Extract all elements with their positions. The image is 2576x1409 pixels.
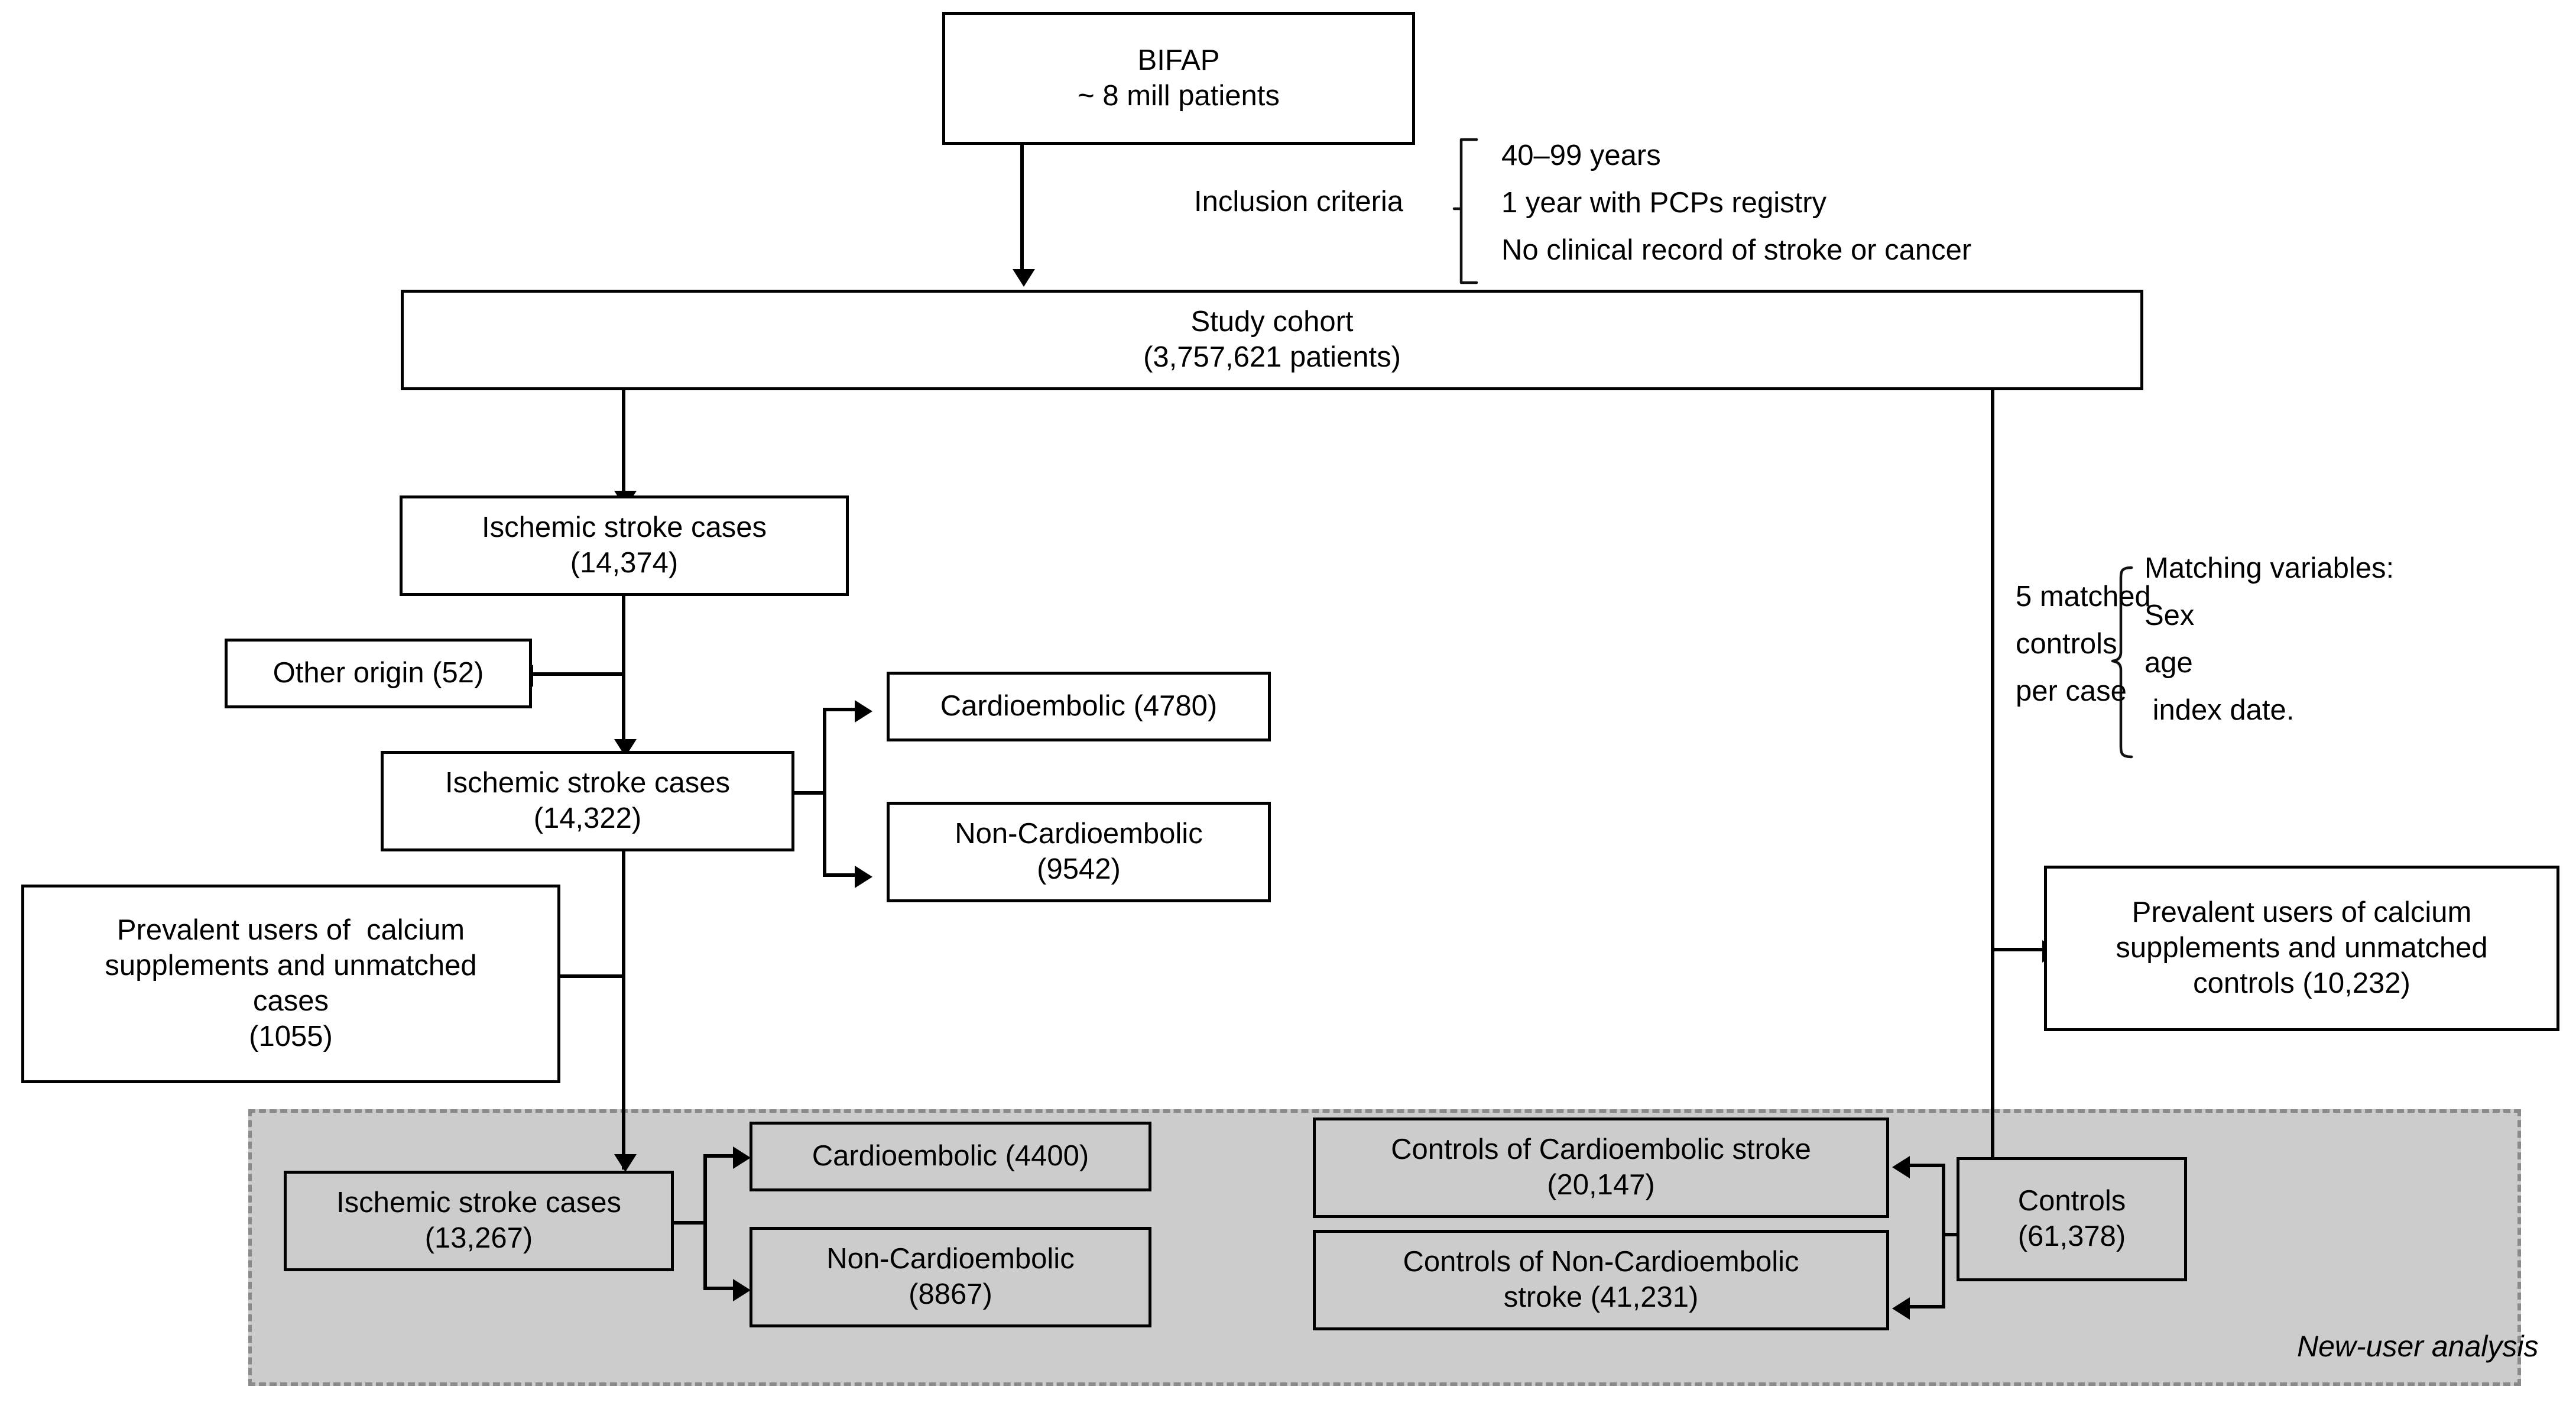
- matching-ratio-line-3: per case: [2016, 675, 2127, 707]
- node-ischemic-stroke-cases-after-exclusion: Ischemic stroke cases (14,322): [381, 751, 794, 851]
- node-prevalent-users-unmatched-cases: Prevalent users of calcium supplements a…: [21, 885, 560, 1083]
- arrowhead-controls-cardio: [1892, 1156, 1910, 1178]
- node-study-cohort-line-1: Study cohort: [1190, 306, 1354, 338]
- node-cases-after-other-line-1: Ischemic stroke cases: [445, 767, 730, 799]
- matching-variable-1: age: [2144, 647, 2193, 679]
- node-controls-cardio-line-1: Controls of Cardioembolic stroke: [1391, 1133, 1811, 1166]
- connector-source-to-cohort: [1020, 144, 1024, 280]
- node-prevalent-cases-line-3: cases: [252, 985, 329, 1017]
- connector-split-top-final: [703, 1154, 737, 1158]
- matching-variable-0: Sex: [2144, 600, 2195, 631]
- node-prevalent-cases-line-2: supplements and unmatched: [105, 950, 477, 982]
- connector-split-vert-controls: [1942, 1164, 1945, 1308]
- node-controls-of-cardioembolic-stroke: Controls of Cardioembolic stroke (20,147…: [1313, 1118, 1889, 1218]
- inclusion-criteria-item-1: 1 year with PCPs registry: [1501, 187, 1827, 219]
- node-prevalent-cases-line-4: (1055): [249, 1020, 333, 1052]
- node-other-origin-line-1: Other origin (52): [272, 657, 484, 689]
- connector-split-bottom-controls: [1909, 1305, 1944, 1308]
- inclusion-criteria-brace: [1452, 137, 1481, 285]
- node-cardioembolic-final-line-1: Cardioembolic (4400): [812, 1140, 1089, 1172]
- connector-cohort-to-cases: [622, 389, 625, 501]
- arrowhead-cardioembolic-all: [855, 700, 872, 723]
- panel-label-new-user-analysis: New-user analysis: [2297, 1330, 2539, 1363]
- node-bifap-line-2: ~ 8 mill patients: [1078, 79, 1280, 112]
- connector-split-top-controls: [1909, 1164, 1944, 1167]
- arrowhead-noncardioembolic-all: [855, 866, 872, 888]
- matching-ratio-line-1: 5 matched: [2016, 581, 2151, 613]
- node-cases-initial-line-1: Ischemic stroke cases: [482, 511, 767, 544]
- connector-cohort-to-controls: [1991, 389, 1994, 1181]
- connector-split-vert-final: [703, 1154, 707, 1290]
- inclusion-criteria-item-0: 40–99 years: [1501, 140, 1661, 171]
- node-prevalent-cases-line-1: Prevalent users of calcium: [116, 914, 465, 947]
- node-non-cardioembolic-final: Non-Cardioembolic (8867): [750, 1227, 1151, 1327]
- node-study-cohort-line-2: (3,757,621 patients): [1143, 341, 1401, 373]
- node-non-cardioembolic-all: Non-Cardioembolic (9542): [887, 802, 1271, 902]
- node-cardioembolic-all: Cardioembolic (4780): [887, 672, 1271, 741]
- node-ischemic-stroke-cases-initial: Ischemic stroke cases (14,374): [400, 495, 849, 596]
- node-cases-final-line-1: Ischemic stroke cases: [336, 1187, 621, 1219]
- node-study-cohort: Study cohort (3,757,621 patients): [401, 290, 2143, 390]
- arrowhead-noncardioembolic-final: [733, 1279, 751, 1301]
- arrowhead-cases-final: [614, 1154, 637, 1172]
- connector-cases-trunk-upper: [622, 594, 625, 751]
- node-noncardio-final-line-1: Non-Cardioembolic: [826, 1243, 1075, 1275]
- connector-split-top-all: [823, 708, 858, 711]
- connector-to-other-origin: [532, 672, 624, 676]
- connector-to-prevalent-cases: [532, 974, 624, 978]
- node-controls-total-line-1: Controls: [2017, 1185, 2126, 1217]
- node-bifap-source: BIFAP ~ 8 mill patients: [942, 12, 1415, 145]
- node-bifap-line-1: BIFAP: [1137, 44, 1220, 76]
- node-controls-of-non-cardioembolic-stroke: Controls of Non-Cardioembolic stroke (41…: [1313, 1230, 1889, 1330]
- node-noncardio-final-line-2: (8867): [909, 1278, 992, 1310]
- arrowhead-controls-noncardio: [1892, 1297, 1910, 1320]
- node-other-origin: Other origin (52): [225, 639, 532, 708]
- node-noncardio-all-line-2: (9542): [1037, 853, 1121, 885]
- matching-ratio-line-2: controls: [2016, 628, 2117, 660]
- connector-split-bottom-all: [823, 873, 858, 877]
- node-prevalent-users-unmatched-controls: Prevalent users of calcium supplements a…: [2044, 866, 2559, 1031]
- node-prevalent-controls-line-1: Prevalent users of calcium: [2131, 896, 2472, 929]
- node-controls-noncardio-line-1: Controls of Non-Cardioembolic: [1403, 1246, 1799, 1278]
- node-prevalent-controls-line-2: supplements and unmatched: [2116, 932, 2488, 964]
- node-cases-final-line-2: (13,267): [424, 1222, 533, 1254]
- node-controls-total-line-2: (61,378): [2017, 1220, 2126, 1252]
- connector-split-bottom-final: [703, 1287, 737, 1290]
- inclusion-criteria-item-2: No clinical record of stroke or cancer: [1501, 234, 1972, 266]
- node-cardioembolic-final: Cardioembolic (4400): [750, 1122, 1151, 1191]
- matching-variable-2: index date.: [2144, 694, 2295, 726]
- node-controls-total: Controls (61,378): [1957, 1157, 2187, 1281]
- node-prevalent-controls-line-3: controls (10,232): [2193, 967, 2410, 999]
- matching-variables-brace: [2097, 565, 2136, 760]
- arrowhead-cohort: [1013, 269, 1035, 287]
- arrowhead-cardioembolic-final: [733, 1146, 751, 1169]
- node-noncardio-all-line-1: Non-Cardioembolic: [955, 818, 1203, 850]
- node-controls-cardio-line-2: (20,147): [1547, 1169, 1655, 1201]
- node-cases-initial-line-2: (14,374): [570, 547, 679, 579]
- node-cardioembolic-all-line-1: Cardioembolic (4780): [940, 690, 1218, 723]
- connector-split-stub-final: [674, 1221, 707, 1225]
- matching-variables-title: Matching variables:: [2144, 552, 2395, 584]
- connector-split-vert-all: [823, 708, 826, 877]
- node-controls-noncardio-line-2: stroke (41,231): [1503, 1281, 1699, 1313]
- connector-cases-trunk-lower: [622, 850, 625, 1170]
- inclusion-criteria-label: Inclusion criteria: [1194, 186, 1404, 218]
- connector-split-stub-all: [791, 791, 826, 795]
- node-cases-after-other-line-2: (14,322): [533, 802, 642, 834]
- connector-to-prevalent-controls: [1991, 948, 2056, 951]
- node-ischemic-stroke-cases-final: Ischemic stroke cases (13,267): [284, 1171, 674, 1271]
